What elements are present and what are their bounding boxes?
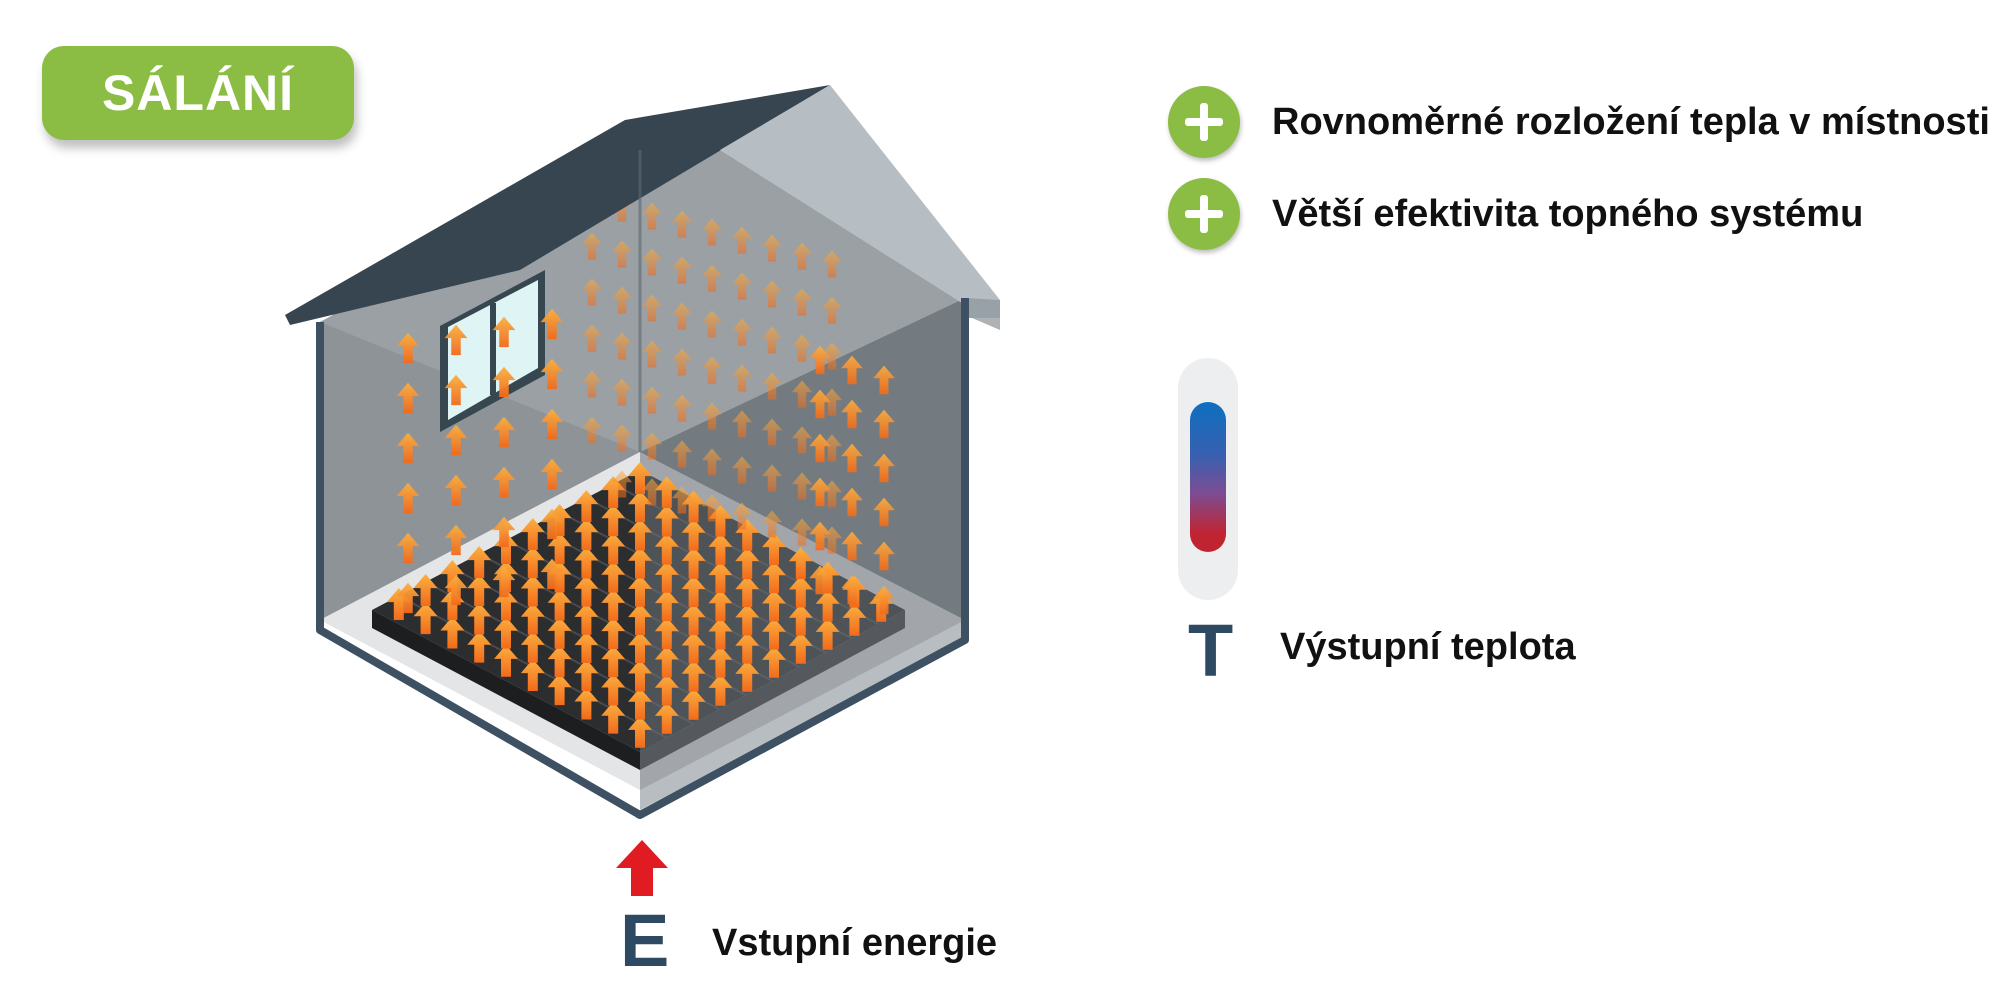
benefit-item-even-heat: Rovnoměrné rozložení tepla v místnosti — [1168, 84, 1990, 160]
roof-left — [285, 85, 830, 325]
thermometer-gradient-bar — [1190, 402, 1226, 552]
house-illustration — [285, 85, 1000, 819]
house-outline — [316, 298, 969, 819]
input-label: Vstupní energie — [712, 922, 998, 964]
output-label: Výstupní teplota — [1280, 626, 1576, 668]
input-symbol: E — [620, 899, 670, 982]
thermometer-icon — [1178, 358, 1238, 600]
roof-right — [720, 85, 1000, 305]
benefit-text: Větší efektivita topného systému — [1272, 192, 1864, 235]
benefit-text: Rovnoměrné rozložení tepla v místnosti — [1272, 100, 1990, 143]
input-arrow-icon — [616, 840, 668, 896]
title-badge-label: SÁLÁNÍ — [101, 65, 295, 121]
floor-edge-right — [640, 620, 965, 810]
roof-right-edge — [965, 298, 1000, 318]
title-badge: SÁLÁNÍ — [42, 46, 354, 140]
output-symbol: T — [1188, 609, 1234, 692]
plus-icon — [1168, 86, 1240, 158]
benefit-item-efficiency: Větší efektivita topného systému — [1168, 176, 1863, 252]
plus-icon — [1168, 178, 1240, 250]
